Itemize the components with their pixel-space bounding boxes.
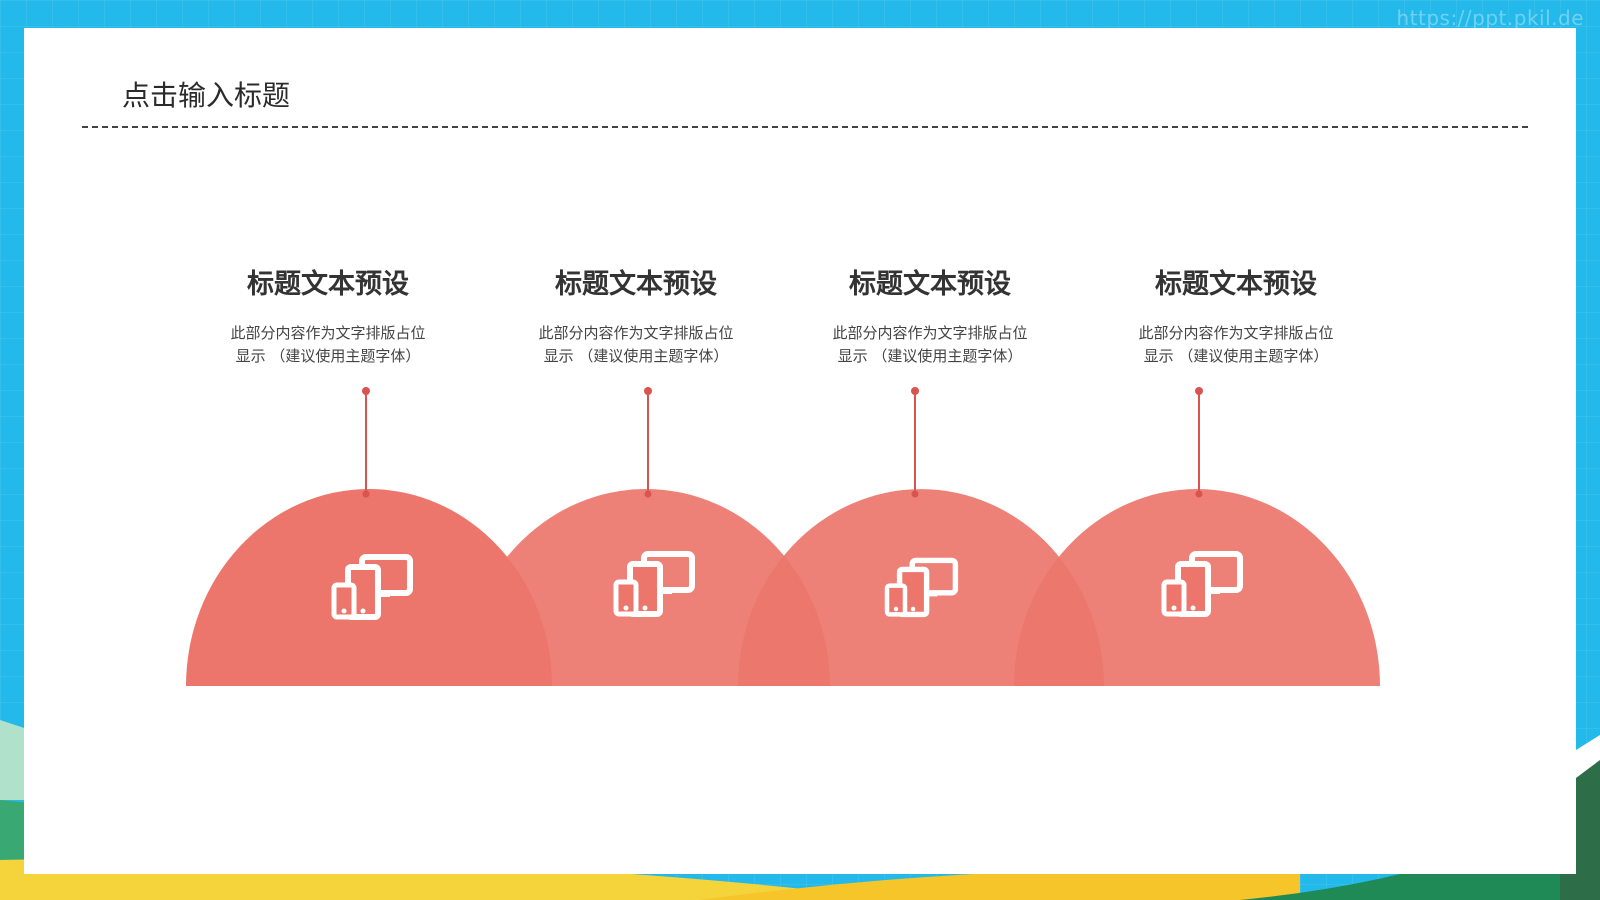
connector-end-1 xyxy=(362,490,370,498)
item-text-2: 标题文本预设 此部分内容作为文字排版占位 显示 （建议使用主题字体） xyxy=(516,268,756,368)
connector-dot-2 xyxy=(644,387,652,395)
connector-dot-3 xyxy=(911,387,919,395)
watermark: https://ppt.pkil.de xyxy=(1396,6,1584,30)
item-heading[interactable]: 标题文本预设 xyxy=(849,269,1011,300)
item-description[interactable]: 此部分内容作为文字排版占位 显示 （建议使用主题字体） xyxy=(832,324,1028,365)
connector-end-2 xyxy=(644,490,652,498)
slide-title[interactable]: 点击输入标题 xyxy=(122,79,291,112)
connector-end-3 xyxy=(911,490,919,498)
connector-end-4 xyxy=(1195,490,1203,498)
item-description[interactable]: 此部分内容作为文字排版占位 显示 （建议使用主题字体） xyxy=(1138,324,1334,365)
item-description[interactable]: 此部分内容作为文字排版占位 显示 （建议使用主题字体） xyxy=(230,324,426,365)
semicircle-row xyxy=(186,387,1380,686)
connector-dot-1 xyxy=(362,387,370,395)
connector-dot-4 xyxy=(1195,387,1203,395)
item-heading[interactable]: 标题文本预设 xyxy=(1155,269,1317,300)
item-text-3: 标题文本预设 此部分内容作为文字排版占位 显示 （建议使用主题字体） xyxy=(810,268,1050,368)
item-heading[interactable]: 标题文本预设 xyxy=(247,269,409,300)
item-text-4: 标题文本预设 此部分内容作为文字排版占位 显示 （建议使用主题字体） xyxy=(1116,268,1356,368)
item-heading[interactable]: 标题文本预设 xyxy=(555,269,717,300)
item-text-1: 标题文本预设 此部分内容作为文字排版占位 显示 （建议使用主题字体） xyxy=(208,268,448,368)
title-divider xyxy=(82,126,1528,128)
item-description[interactable]: 此部分内容作为文字排版占位 显示 （建议使用主题字体） xyxy=(538,324,734,365)
slide-canvas: 点击输入标题 标题文本预设 此部分内容作为文字排版占位 显示 （建议使用主题字体… xyxy=(24,28,1576,874)
